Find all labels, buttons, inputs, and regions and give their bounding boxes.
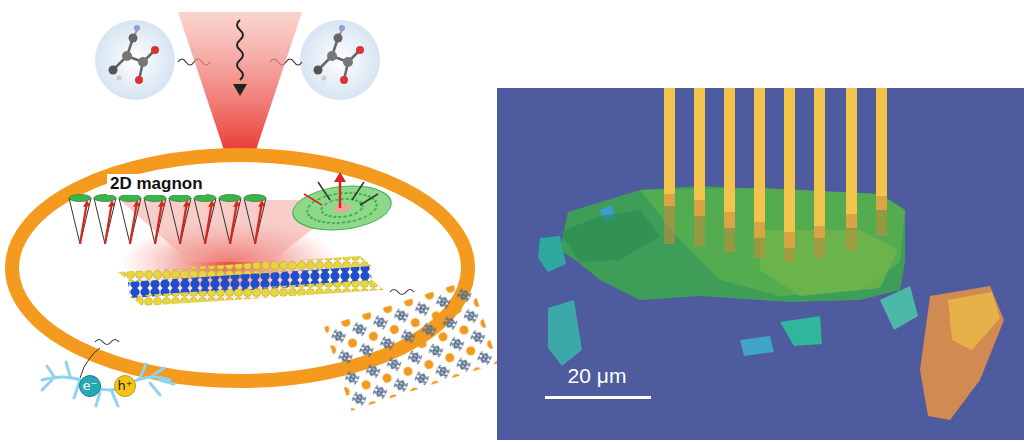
hole-circle: h⁺ xyxy=(114,375,136,397)
ring-region: 2D magnon xyxy=(12,155,468,381)
electron-circle: e⁻ xyxy=(79,375,101,397)
scale-label: 20 μm xyxy=(568,364,627,388)
node-text: h⁺ xyxy=(117,379,132,393)
node-text: e⁻ xyxy=(83,379,98,393)
scale-bar xyxy=(545,396,651,399)
node-text: 2D magnon xyxy=(110,175,203,194)
